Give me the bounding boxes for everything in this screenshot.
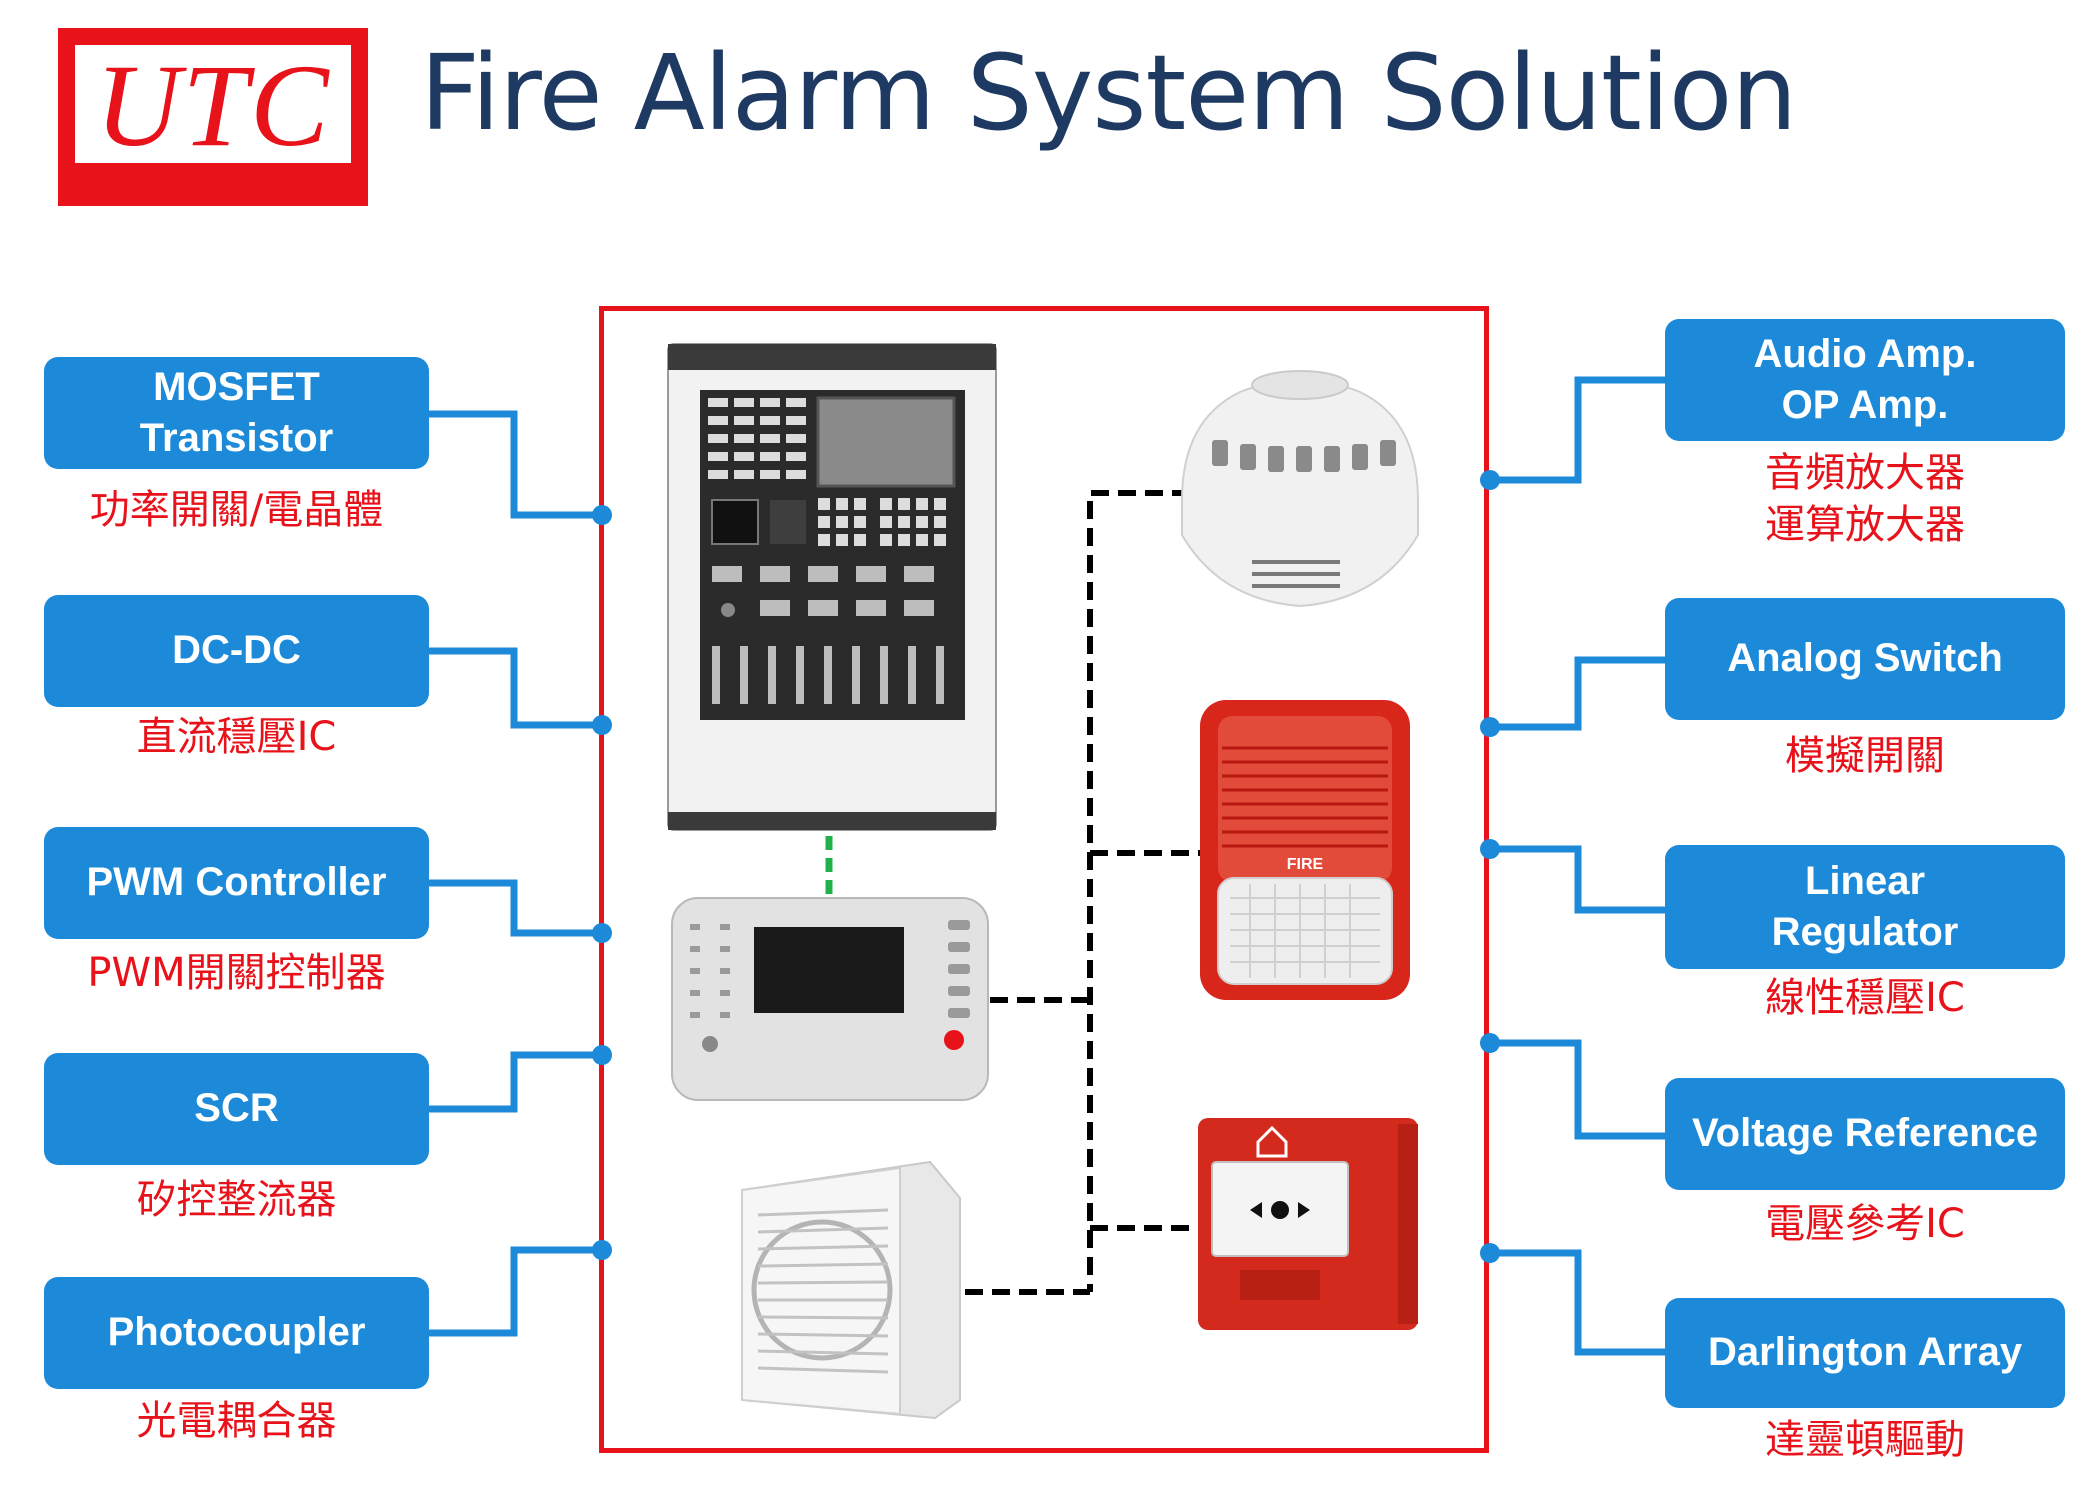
dot-darlington bbox=[1480, 1243, 1500, 1263]
pill-label-line: Darlington Array bbox=[1707, 1330, 2023, 1375]
left-connector-dots bbox=[592, 505, 612, 1260]
smoke-detector-icon bbox=[1181, 370, 1419, 608]
pill-label-line: Photocoupler bbox=[107, 1310, 366, 1355]
pill-label-line: Analog Switch bbox=[1727, 636, 2003, 681]
dot-pwm bbox=[592, 923, 612, 943]
caption-line: 功率開關/電晶體 bbox=[89, 487, 384, 533]
pill-darlington-array: Darlington Array bbox=[1665, 1298, 2065, 1408]
pill-label-line: PWM Controller bbox=[86, 860, 387, 905]
caption-dc-dc: 直流穩壓IC bbox=[44, 711, 429, 763]
logo-inner-box: UTC bbox=[75, 40, 351, 171]
pill-label-line: SCR bbox=[194, 1086, 279, 1131]
caption-analog-switch: 模擬開關 bbox=[1665, 730, 2065, 782]
caption-line: 模擬開關 bbox=[1785, 733, 1945, 779]
caption-line: PWM開關控制器 bbox=[87, 950, 386, 996]
connector-mosfet bbox=[425, 410, 602, 519]
manual-call-point-icon bbox=[1198, 1118, 1418, 1330]
pill-label-line: Regulator bbox=[1771, 910, 1959, 954]
pill-label-line: Linear bbox=[1804, 858, 1926, 903]
pill-voltage-reference: Voltage Reference bbox=[1665, 1078, 2065, 1190]
dot-scr bbox=[592, 1045, 612, 1065]
caption-line: 直流穩壓IC bbox=[136, 714, 337, 760]
connector-linear-regulator bbox=[1490, 845, 1670, 914]
pill-label-line: OP Amp. bbox=[1781, 383, 1949, 427]
device-bus bbox=[965, 490, 1210, 1295]
dot-voltage-reference bbox=[1480, 1033, 1500, 1053]
dot-linear-regulator bbox=[1480, 839, 1500, 859]
bus-trunk bbox=[1087, 490, 1190, 1292]
connector-voltage-reference bbox=[1490, 1039, 1670, 1140]
pill-analog-switch: Analog Switch bbox=[1665, 598, 2065, 720]
dot-mosfet bbox=[592, 505, 612, 525]
caption-photocoupler: 光電耦合器 bbox=[44, 1395, 429, 1447]
caption-linear-regulator: 線性穩壓IC bbox=[1665, 972, 2065, 1024]
pill-scr: SCR bbox=[44, 1053, 429, 1165]
caption-line: 運算放大器 bbox=[1765, 502, 1965, 548]
caption-mosfet-transistor: 功率開關/電晶體 bbox=[44, 484, 429, 536]
connector-analog-switch bbox=[1490, 656, 1670, 731]
connector-photocoupler bbox=[425, 1246, 602, 1337]
caption-line: 矽控整流器 bbox=[136, 1177, 337, 1223]
caption-voltage-reference: 電壓參考IC bbox=[1665, 1198, 2065, 1250]
right-connector-dots bbox=[1480, 470, 1500, 1263]
connector-dcdc bbox=[425, 647, 602, 729]
pill-mosfet-transistor: MOSFET Transistor bbox=[44, 357, 429, 469]
page-title: Fire Alarm System Solution bbox=[420, 32, 1797, 154]
caption-line: 音頻放大器 bbox=[1765, 450, 1965, 496]
caption-darlington-array: 達靈頓驅動 bbox=[1665, 1414, 2065, 1466]
connector-audio-amp bbox=[1490, 376, 1670, 484]
caption-line: 光電耦合器 bbox=[136, 1398, 337, 1444]
pill-audio-op-amp: Audio Amp. OP Amp. bbox=[1665, 319, 2065, 441]
utc-logo: UTC bbox=[58, 28, 368, 206]
pill-photocoupler: Photocoupler bbox=[44, 1277, 429, 1389]
dot-audio-amp bbox=[1480, 470, 1500, 490]
pill-label-line: Audio Amp. bbox=[1753, 331, 1977, 376]
pill-label-line: Voltage Reference bbox=[1691, 1111, 2039, 1156]
dot-photocoupler bbox=[592, 1240, 612, 1260]
connector-darlington bbox=[1490, 1249, 1670, 1356]
pill-dc-dc: DC-DC bbox=[44, 595, 429, 707]
connector-scr bbox=[425, 1051, 602, 1113]
pill-label-line: Transistor bbox=[139, 416, 334, 460]
caption-line: 電壓參考IC bbox=[1765, 1201, 1965, 1247]
left-connectors bbox=[425, 410, 602, 1337]
caption-line: 線性穩壓IC bbox=[1765, 975, 1965, 1021]
pill-label-line: DC-DC bbox=[172, 628, 301, 673]
connector-pwm bbox=[425, 879, 602, 937]
caption-audio-op-amp: 音頻放大器 運算放大器 bbox=[1665, 447, 2065, 551]
wall-speaker-icon bbox=[741, 1160, 961, 1420]
pill-label-line: MOSFET bbox=[153, 364, 320, 409]
caption-scr: 矽控整流器 bbox=[44, 1174, 429, 1226]
pill-pwm-controller: PWM Controller bbox=[44, 827, 429, 939]
dot-dcdc bbox=[592, 715, 612, 735]
repeater-panel-icon bbox=[671, 897, 989, 1101]
caption-pwm-controller: PWM開關控制器 bbox=[44, 947, 429, 999]
fire-alarm-control-panel-icon bbox=[667, 343, 997, 831]
right-connectors bbox=[1490, 376, 1670, 1356]
system-frame bbox=[599, 306, 1489, 1453]
pill-linear-regulator: Linear Regulator bbox=[1665, 845, 2065, 969]
dot-analog-switch bbox=[1480, 717, 1500, 737]
sounder-fire-text: FIRE bbox=[1287, 856, 1324, 873]
caption-line: 達靈頓驅動 bbox=[1765, 1417, 1965, 1463]
sounder-strobe-icon: FIRE bbox=[1200, 700, 1410, 1000]
logo-text: UTC bbox=[95, 40, 331, 171]
